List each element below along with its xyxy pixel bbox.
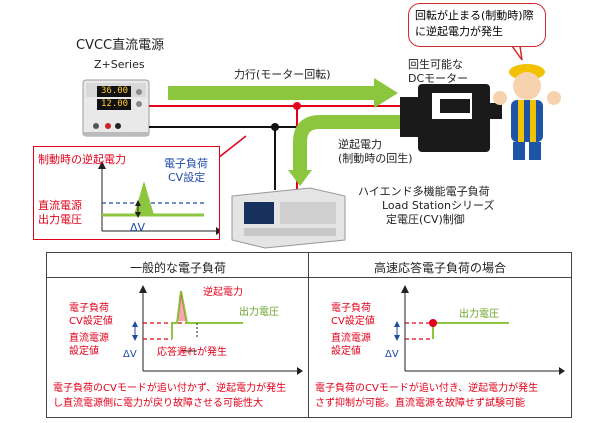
motor-label-line1: 回生可能な bbox=[408, 58, 463, 71]
power-running-label: 力行(モーター回転) bbox=[234, 68, 331, 81]
right-cv-line1: 電子負荷 bbox=[331, 303, 371, 314]
left-cv-line2: CV設定値 bbox=[69, 316, 113, 327]
wiring-diagram bbox=[82, 45, 561, 249]
right-cv-line2: CV設定値 bbox=[331, 316, 375, 327]
right-caption-line2: さず抑制が可能。直流電源を故障せず試験可能 bbox=[315, 398, 525, 409]
regen-label-line2: (制動時の回生) bbox=[338, 152, 413, 165]
braking-inset: 制動時の逆起電力 電子負荷 CV設定 直流電源 出力電圧 ΔV bbox=[33, 146, 220, 240]
left-caption-line2: し直流電源側に電力が戻り故障させる可能性大 bbox=[53, 398, 263, 409]
left-caption: 電子負荷のCVモードが追い付かず、逆起電力が発生 し直流電源側に電力が戻り故障さ… bbox=[53, 381, 286, 411]
load-label-line3: 定電圧(CV)制御 bbox=[386, 213, 465, 226]
junction-black bbox=[271, 123, 279, 131]
left-output-voltage: 出力電圧 bbox=[239, 307, 279, 318]
left-delay-label: 応答遅れが発生 bbox=[157, 347, 227, 358]
motor-label-line2: DCモーター bbox=[408, 72, 469, 85]
panel-left-graph bbox=[132, 285, 303, 375]
supply-series: Z+Series bbox=[94, 58, 145, 71]
bubble-line2: に逆起電力が発生 bbox=[415, 25, 503, 38]
inset-cv-line2: CV設定 bbox=[168, 171, 206, 184]
speech-bubble: 回転が止まる(制動時)際 に逆起電力が発生 bbox=[408, 3, 546, 47]
supply-title: CVCC直流電源 bbox=[76, 38, 165, 53]
regen-label-line1: 逆起電力 bbox=[338, 138, 382, 151]
inset-dc-line2: 出力電圧 bbox=[38, 213, 82, 226]
panel-left-divider bbox=[47, 277, 309, 278]
inset-dc-line1: 直流電源 bbox=[38, 199, 82, 212]
electronic-load bbox=[231, 187, 346, 249]
left-caption-line1: 電子負荷のCVモードが追い付かず、逆起電力が発生 bbox=[53, 383, 287, 394]
junction-red bbox=[293, 102, 301, 110]
bubble-line1: 回転が止まる(制動時)際 bbox=[415, 9, 534, 22]
worker-illustration bbox=[493, 64, 561, 160]
panel-right-title: 高速応答電子負荷の場合 bbox=[373, 261, 506, 275]
left-dc-line2: 設定値 bbox=[69, 346, 99, 357]
dc-power-supply bbox=[82, 79, 150, 137]
right-dc-line2: 設定値 bbox=[331, 346, 361, 357]
left-dc-line1: 直流電源 bbox=[69, 333, 109, 344]
power-running-arrow bbox=[168, 78, 398, 108]
inset-cv-line1: 電子負荷 bbox=[164, 157, 208, 170]
inset-back-emf-label: 制動時の逆起電力 bbox=[38, 153, 126, 166]
right-caption: 電子負荷のCVモードが追い付き、逆起電力が発生 さず抑制が可能。直流電源を故障せ… bbox=[315, 381, 538, 411]
inset-graph bbox=[98, 161, 219, 235]
dc-motor bbox=[400, 84, 502, 152]
inset-delta-v: ΔV bbox=[130, 221, 146, 234]
load-label-line1: ハイエンド多機能電子負荷 bbox=[358, 185, 490, 198]
panel-fast-load: 高速応答電子負荷の場合 電子負荷 CV設定値 直流電源 設定値 ΔV 出力電圧 … bbox=[308, 252, 572, 418]
left-delta-v: ΔV bbox=[123, 349, 137, 360]
regen-arrow bbox=[288, 115, 420, 186]
right-dc-line1: 直流電源 bbox=[331, 333, 371, 344]
panel-left-title: 一般的な電子負荷 bbox=[129, 261, 226, 275]
left-back-emf: 逆起電力 bbox=[203, 287, 243, 298]
supply-display-voltage: 36.00 bbox=[101, 86, 129, 96]
panel-general-load: 一般的な電子負荷 電子負荷 CV設定値 直流電源 設定値 ΔV 逆起電力 出力電… bbox=[46, 252, 310, 418]
panel-right-divider bbox=[309, 277, 571, 278]
supply-display-current: 12.00 bbox=[101, 99, 129, 109]
right-caption-line1: 電子負荷のCVモードが追い付き、逆起電力が発生 bbox=[315, 383, 539, 394]
right-delta-v: ΔV bbox=[385, 349, 399, 360]
left-cv-line1: 電子負荷 bbox=[69, 303, 109, 314]
load-label-line2: Load Stationシリーズ bbox=[382, 199, 495, 212]
panel-right-graph bbox=[394, 285, 565, 375]
right-output-voltage: 出力電圧 bbox=[459, 309, 499, 320]
